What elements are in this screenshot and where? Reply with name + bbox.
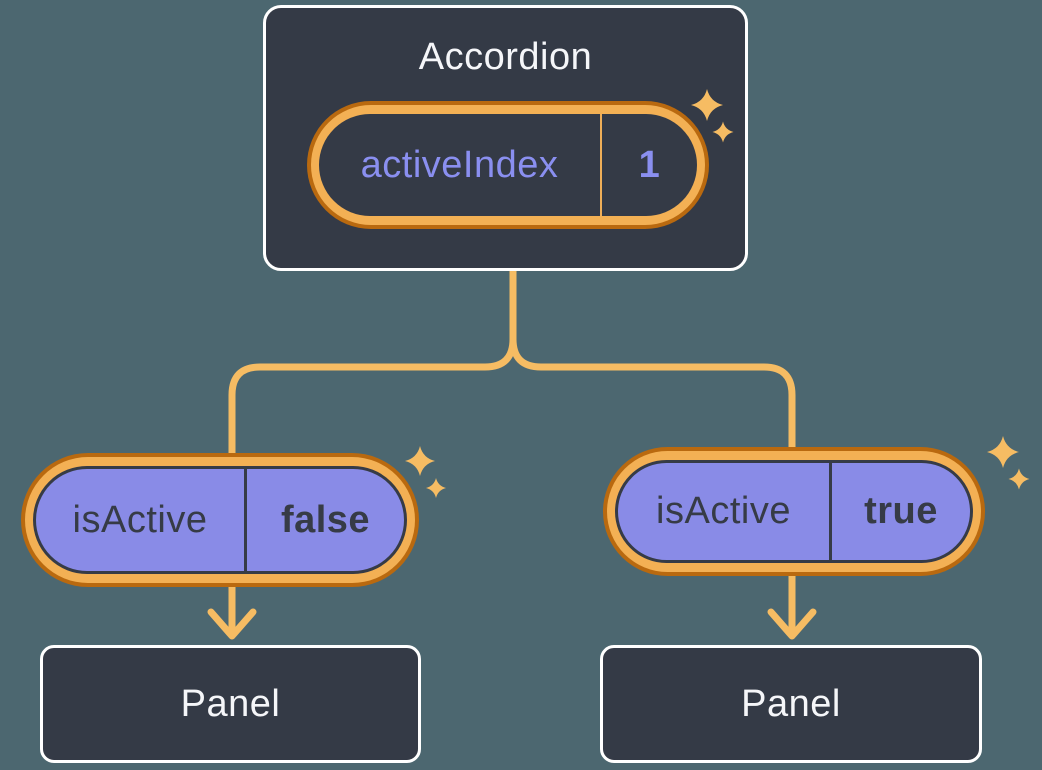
state-pill-active-index: activeIndex 1: [311, 105, 705, 225]
state-pill-label: activeIndex: [360, 143, 559, 186]
prop-pill-value: false: [244, 469, 404, 571]
sparkle-icon: [1008, 468, 1030, 490]
sparkle-icon: [426, 478, 446, 498]
sparkle-icon: [987, 436, 1019, 468]
sparkle-icon: [712, 121, 734, 143]
connector-accordion-to-right-pill: [509, 261, 796, 484]
accordion-title: Accordion: [418, 36, 593, 78]
sparkle-icon: [405, 446, 435, 476]
panel-node-right: Panel: [600, 645, 982, 763]
arrow-right-pill-to-panel: [767, 566, 817, 640]
prop-pill-is-active-false: isActive false: [25, 457, 415, 583]
panel-title: Panel: [741, 682, 841, 725]
prop-pill-value: true: [829, 463, 970, 560]
arrowhead-down-icon: [207, 608, 257, 640]
prop-pill-label: isActive: [656, 490, 791, 532]
arrowhead-down-icon: [767, 608, 817, 640]
prop-pill-is-active-true: isActive true: [607, 451, 981, 572]
panel-node-left: Panel: [40, 645, 421, 763]
prop-pill-body: isActive true: [615, 460, 973, 563]
prop-pill-label: isActive: [72, 498, 208, 541]
panel-title: Panel: [180, 682, 281, 725]
state-pill-body: activeIndex 1: [319, 114, 697, 216]
prop-pill-body: isActive false: [33, 466, 407, 574]
state-pill-value: 1: [600, 114, 697, 216]
sparkle-icon: [691, 89, 723, 121]
